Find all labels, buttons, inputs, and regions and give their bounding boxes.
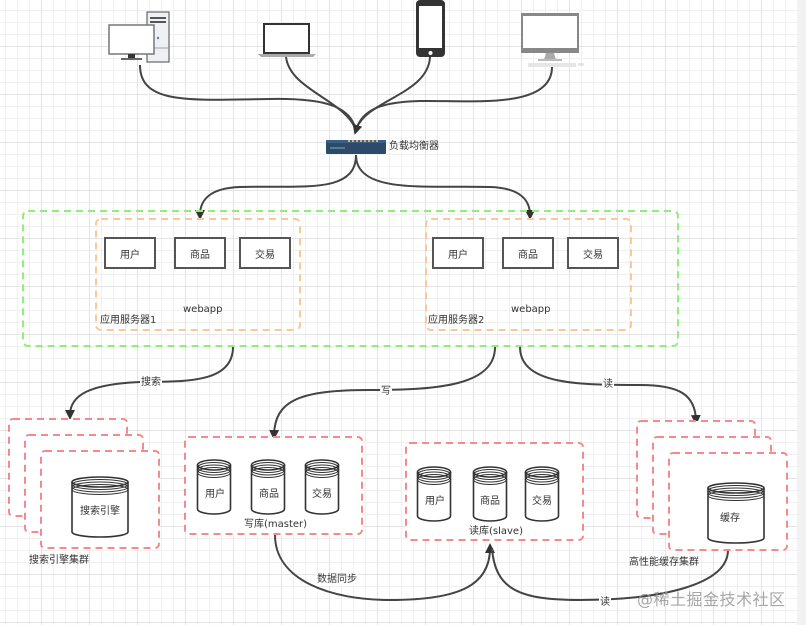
- laptop-icon[interactable]: [258, 23, 316, 57]
- monitor-icon[interactable]: [521, 13, 584, 67]
- network-switch-icon[interactable]: [326, 140, 386, 154]
- write-db-trade-icon[interactable]: [304, 459, 340, 515]
- app2-server-label: 应用服务器2: [428, 315, 485, 326]
- write-db-product-icon[interactable]: [250, 459, 286, 515]
- read-db-label: 读库(slave): [469, 526, 523, 537]
- read-db-table-user: 用户: [425, 496, 445, 507]
- write-db-user-icon[interactable]: [196, 459, 232, 515]
- app-cluster-box: [22, 210, 679, 347]
- app1-module-trade[interactable]: 交易: [239, 237, 291, 269]
- edge-label-write: 写: [380, 386, 392, 398]
- app2-module-user[interactable]: 用户: [432, 237, 484, 269]
- load-balancer-label: 负载均衡器: [389, 141, 439, 152]
- app1-module-user[interactable]: 用户: [104, 237, 156, 269]
- read-db-user-icon[interactable]: [416, 466, 452, 522]
- app2-webapp-label: webapp: [511, 304, 551, 315]
- search-cluster-label: 搜索引擎集群: [29, 555, 89, 566]
- edge-label-sync: 数据同步: [316, 574, 358, 586]
- app-server-2-box[interactable]: [425, 218, 632, 331]
- search-engine-node-label: 搜索引擎: [80, 506, 120, 517]
- app1-module-product[interactable]: 商品: [174, 237, 226, 269]
- smartphone-icon[interactable]: [416, 0, 445, 57]
- cache-db-icon[interactable]: [707, 482, 765, 544]
- cache-cluster-label: 高性能缓存集群: [629, 557, 699, 568]
- lb-edges: [195, 154, 535, 220]
- write-db-table-product: 商品: [259, 489, 279, 500]
- app2-module-product[interactable]: 商品: [502, 237, 554, 269]
- write-db-table-trade: 交易: [312, 489, 332, 500]
- desktop-tower-icon[interactable]: [108, 11, 170, 63]
- read-db-table-trade: 交易: [532, 496, 552, 507]
- app1-server-label: 应用服务器1: [100, 315, 157, 326]
- read-db-product-icon[interactable]: [472, 466, 508, 522]
- cache-node-label: 缓存: [720, 513, 740, 524]
- app1-webapp-label: webapp: [183, 304, 223, 315]
- write-db-table-user: 用户: [205, 489, 225, 500]
- edge-label-read-cache: 读: [602, 379, 614, 391]
- app2-module-trade[interactable]: 交易: [567, 237, 619, 269]
- client-edges: [139, 56, 553, 135]
- scrollbar-track[interactable]: [797, 0, 806, 625]
- edge-label-read-back: 读: [599, 597, 611, 609]
- read-db-trade-icon[interactable]: [524, 466, 560, 522]
- watermark: @稀土掘金技术社区: [637, 590, 786, 609]
- app-server-1-box[interactable]: [95, 218, 301, 331]
- write-db-label: 写库(master): [244, 519, 308, 530]
- edge-label-search: 搜索: [140, 377, 162, 389]
- read-db-table-product: 商品: [480, 496, 500, 507]
- search-engine-db-icon[interactable]: [71, 476, 129, 538]
